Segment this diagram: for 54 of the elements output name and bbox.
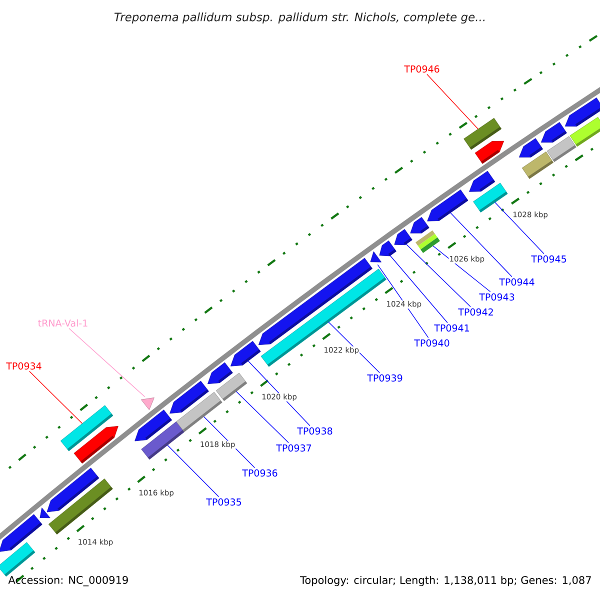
leader-line (377, 264, 429, 338)
gene-label: TP0945 (531, 255, 566, 263)
leader-line (390, 255, 448, 324)
gene-box (176, 392, 222, 432)
gene-box (216, 372, 248, 402)
gene-block (564, 98, 600, 127)
gene-label: TP0939 (367, 374, 402, 382)
gene-box (570, 116, 600, 147)
gene-label: TP0940 (414, 339, 450, 347)
leader-line (494, 202, 544, 254)
gene-label: TP0935 (206, 498, 242, 506)
leader-line (29, 370, 83, 424)
leader-line (236, 391, 289, 444)
gene-box (473, 182, 508, 212)
leader-line (328, 322, 380, 374)
gene-block (540, 122, 567, 143)
gene-block (230, 340, 261, 366)
gene-label: TP0941 (434, 324, 469, 332)
gene-box (416, 230, 440, 253)
leader-line (432, 246, 491, 292)
gene-label: TP0944 (499, 278, 534, 286)
gene-label: TP0938 (297, 427, 332, 435)
gene-block (379, 240, 396, 256)
gene-label: TP0942 (458, 308, 493, 316)
gene-label: TP0934 (6, 362, 42, 370)
leader-line (426, 74, 478, 130)
title: Treponema pallidum subsp. pallidum str. Nichols, complete ge... (114, 12, 485, 24)
leader-line (68, 328, 146, 398)
gene-block (427, 190, 468, 222)
gene-triangle (40, 508, 50, 518)
gene-block (469, 170, 496, 192)
gene-box (0, 542, 36, 577)
gene-label: tRNA-Val-1 (38, 319, 88, 327)
leader-line (406, 244, 471, 308)
gene-block (394, 229, 412, 246)
footer-text: Accession: NC_000919 (8, 576, 128, 586)
gene-label: TP0943 (479, 293, 514, 301)
gene-label: TP0946 (404, 65, 440, 73)
leader-line (450, 212, 512, 278)
gene-block (46, 468, 100, 512)
gene-block (410, 217, 430, 234)
gene-box (141, 421, 184, 460)
gene-triangle (370, 251, 382, 262)
gene-label: TP0937 (276, 444, 312, 452)
gene-block (519, 138, 543, 158)
gene-block (474, 140, 504, 164)
gene-block (74, 426, 118, 464)
gene-block (208, 362, 233, 384)
gene-label: TP0936 (242, 469, 278, 477)
leader-line (248, 360, 310, 426)
leader-line (167, 444, 220, 498)
gene-block (0, 514, 42, 552)
footer-text: Topology: circular; Length: 1,138,011 bp; Genes: 1,087 (300, 576, 591, 586)
gene-triangle (140, 397, 154, 410)
